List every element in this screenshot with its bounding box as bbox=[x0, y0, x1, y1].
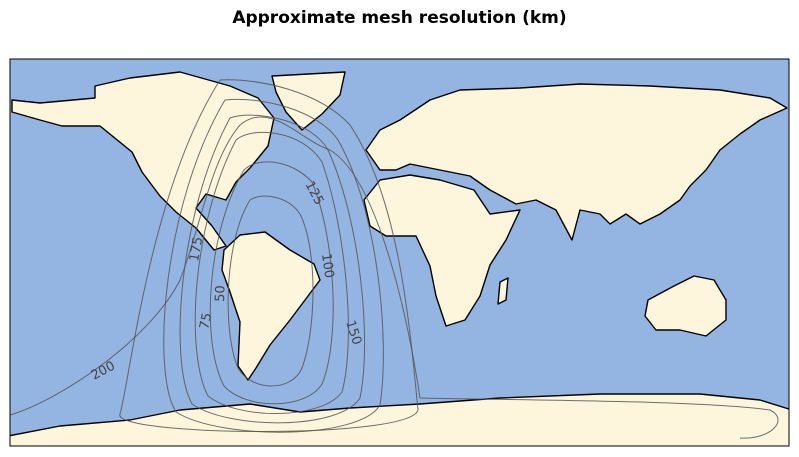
madagascar bbox=[497, 277, 509, 305]
contour-100 bbox=[194, 131, 349, 415]
contour-125 bbox=[179, 114, 366, 424]
contour-label-75: 75 bbox=[197, 312, 215, 331]
contour-150 bbox=[163, 98, 384, 433]
south-america bbox=[221, 231, 321, 381]
north-america bbox=[11, 71, 275, 251]
contour-75 bbox=[209, 161, 334, 405]
contour-label-100: 100 bbox=[318, 252, 336, 279]
contours bbox=[10, 79, 779, 439]
contour-label-175: 175 bbox=[187, 236, 206, 263]
antarctica bbox=[10, 393, 789, 446]
figure-title: Approximate mesh resolution (km) bbox=[232, 8, 567, 28]
contour-175 bbox=[119, 79, 419, 432]
contour-200 bbox=[10, 116, 779, 439]
greenland bbox=[271, 71, 346, 131]
map-frame bbox=[9, 58, 790, 447]
africa bbox=[363, 174, 521, 327]
eurasia bbox=[365, 83, 788, 241]
contour-label-150: 150 bbox=[342, 319, 364, 347]
contour-50 bbox=[227, 195, 314, 387]
contour-label-50: 50 bbox=[213, 285, 229, 302]
australia bbox=[644, 275, 727, 337]
